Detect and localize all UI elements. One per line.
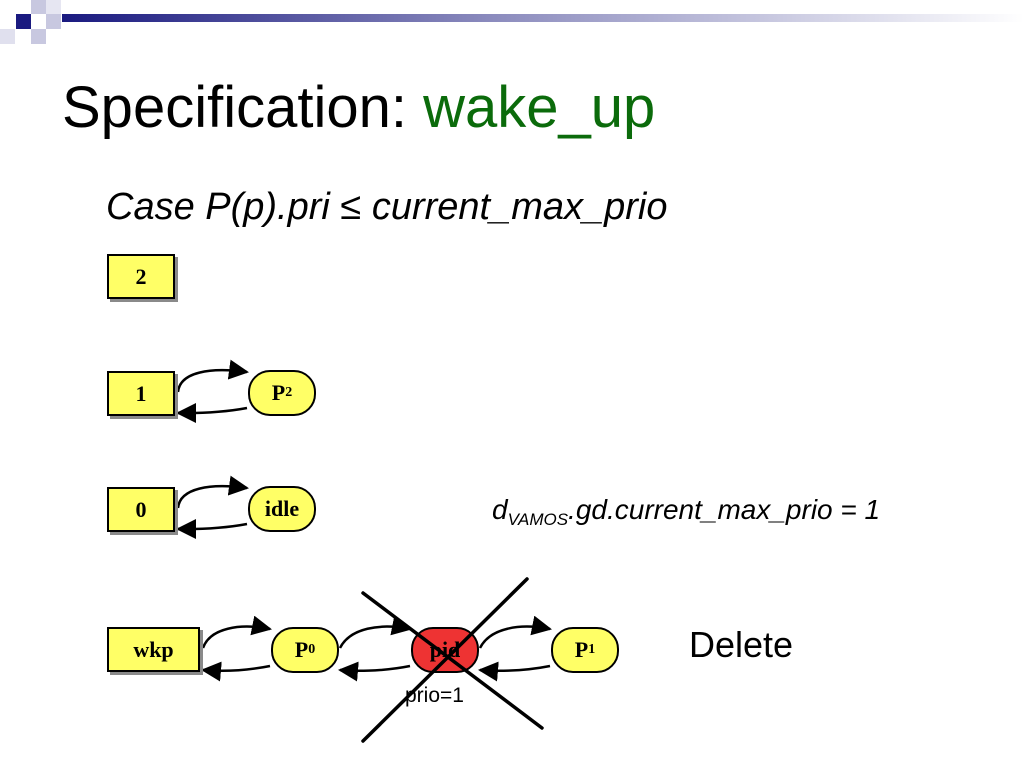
slide-title: Specification: wake_up (62, 74, 655, 141)
arrow-pid-to-p0 (338, 661, 411, 682)
title-prefix: Specification: (62, 75, 424, 140)
arrow-q0-to-idle (176, 475, 249, 509)
title-keyword: wake_up (423, 75, 656, 140)
arrow-p0-to-pid (338, 615, 412, 649)
node-p0-sub: 0 (308, 642, 316, 657)
node-p2-sub: 2 (285, 385, 293, 400)
current-max-prio-equation: dVAMOS.gd.current_max_prio = 1 (492, 494, 880, 530)
node-p1-label: P (574, 637, 589, 662)
arrow-idle-to-q0 (176, 519, 248, 540)
node-p1-sub: 1 (588, 642, 596, 657)
prio-label: prio=1 (405, 684, 464, 707)
eq-rest: .gd.current_max_prio = 1 (568, 494, 881, 525)
node-idle-label: idle (264, 496, 300, 521)
arrow-p1-to-pid (478, 661, 551, 682)
arrow-p2-to-q1 (176, 403, 248, 424)
queue-box-0: 0 (107, 487, 175, 532)
eq-sub: VAMOS (507, 510, 569, 529)
arrow-p0-to-wkp (201, 661, 271, 682)
node-idle: idle (248, 486, 316, 532)
queue-box-2: 2 (107, 254, 175, 299)
arrow-wkp-to-p0 (201, 615, 272, 649)
queue-box-1: 1 (107, 371, 175, 416)
arrow-pid-to-p1 (478, 615, 552, 649)
delete-label: Delete (689, 624, 794, 665)
node-p0-label: P (294, 637, 309, 662)
arrow-q1-to-p2 (176, 359, 249, 393)
case-condition: Case P(p).pri ≤ current_max_prio (106, 186, 668, 228)
wkp-box: wkp (107, 627, 200, 672)
node-p2-label: P (271, 380, 286, 405)
header-decoration (0, 0, 1024, 44)
eq-d: d (492, 494, 508, 525)
